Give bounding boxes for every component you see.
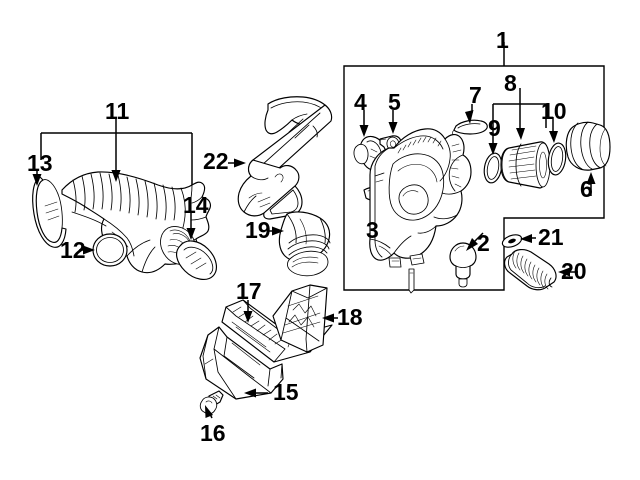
part-20-corrugated-sleeve — [504, 248, 557, 291]
part-1-air-cleaner-housing — [369, 128, 472, 294]
leader-15 — [244, 388, 268, 398]
leader-7 — [465, 104, 474, 124]
panel-assembly-1 — [343, 65, 605, 291]
leader-4 — [359, 110, 369, 137]
callout-8: 8 — [504, 70, 517, 96]
callout-5: 5 — [388, 89, 401, 115]
callout-22: 22 — [203, 148, 229, 174]
callout-21: 21 — [538, 224, 564, 250]
leader-2 — [466, 232, 484, 251]
part-2-drain-valve — [449, 242, 477, 288]
leader-19 — [268, 226, 284, 236]
callout-16: 16 — [200, 420, 226, 446]
part-22-fresh-air-intake-duct — [237, 96, 333, 220]
callout-20: 20 — [561, 258, 587, 284]
leader-17 — [243, 300, 253, 323]
callout-13: 13 — [27, 150, 53, 176]
part-15-air-duct-lower — [199, 326, 284, 400]
callout-3: 3 — [366, 217, 379, 243]
leader-14 — [186, 212, 196, 240]
part-9-o-ring-inner — [483, 152, 503, 184]
callout-14: 14 — [183, 192, 209, 218]
callout-6: 6 — [580, 176, 593, 202]
leader-21 — [520, 234, 536, 243]
part-7-clip-retainer — [452, 119, 488, 136]
callout-4: 4 — [354, 89, 367, 115]
part-14-hose-clamp-outlet — [175, 240, 218, 281]
leader-20 — [558, 267, 578, 277]
callout-7: 7 — [469, 82, 482, 108]
callout-10: 10 — [541, 98, 567, 124]
leader-13 — [32, 169, 42, 186]
callout-9: 9 — [488, 115, 501, 141]
part-11-air-intake-hose — [61, 171, 212, 274]
part-19-resonator-duct — [278, 211, 331, 277]
callout-17: 17 — [236, 278, 262, 304]
part-6-outlet-bellows — [565, 121, 611, 171]
part-18-air-scoop — [272, 284, 328, 353]
part-10-o-ring-outer — [547, 142, 567, 176]
leader-5 — [388, 110, 398, 134]
part-13-hose-clamp-inlet — [32, 176, 67, 248]
callout-1: 1 — [496, 27, 509, 53]
leader-11-arrow — [111, 170, 121, 182]
leader-6 — [586, 172, 596, 196]
part-8-mass-air-flow-sensor — [500, 141, 551, 189]
callout-11: 11 — [105, 98, 130, 124]
leader-12 — [79, 245, 95, 255]
leader-10 — [549, 117, 558, 143]
callout-2: 2 — [477, 230, 490, 256]
bracket-11 — [40, 118, 193, 210]
part-16-screw-fastener — [199, 390, 224, 415]
callout-18: 18 — [337, 304, 363, 330]
callout-15: 15 — [273, 379, 299, 405]
callout-12: 12 — [60, 237, 86, 263]
callout-19: 19 — [245, 217, 271, 243]
leader-16 — [205, 405, 213, 419]
leader-18 — [322, 313, 338, 323]
leader-22 — [228, 158, 246, 168]
part-12-seal-ring — [92, 233, 128, 267]
leader-9 — [488, 130, 498, 155]
leader-8-arrow — [516, 104, 525, 140]
part-21-small-seal-washer — [501, 234, 523, 248]
